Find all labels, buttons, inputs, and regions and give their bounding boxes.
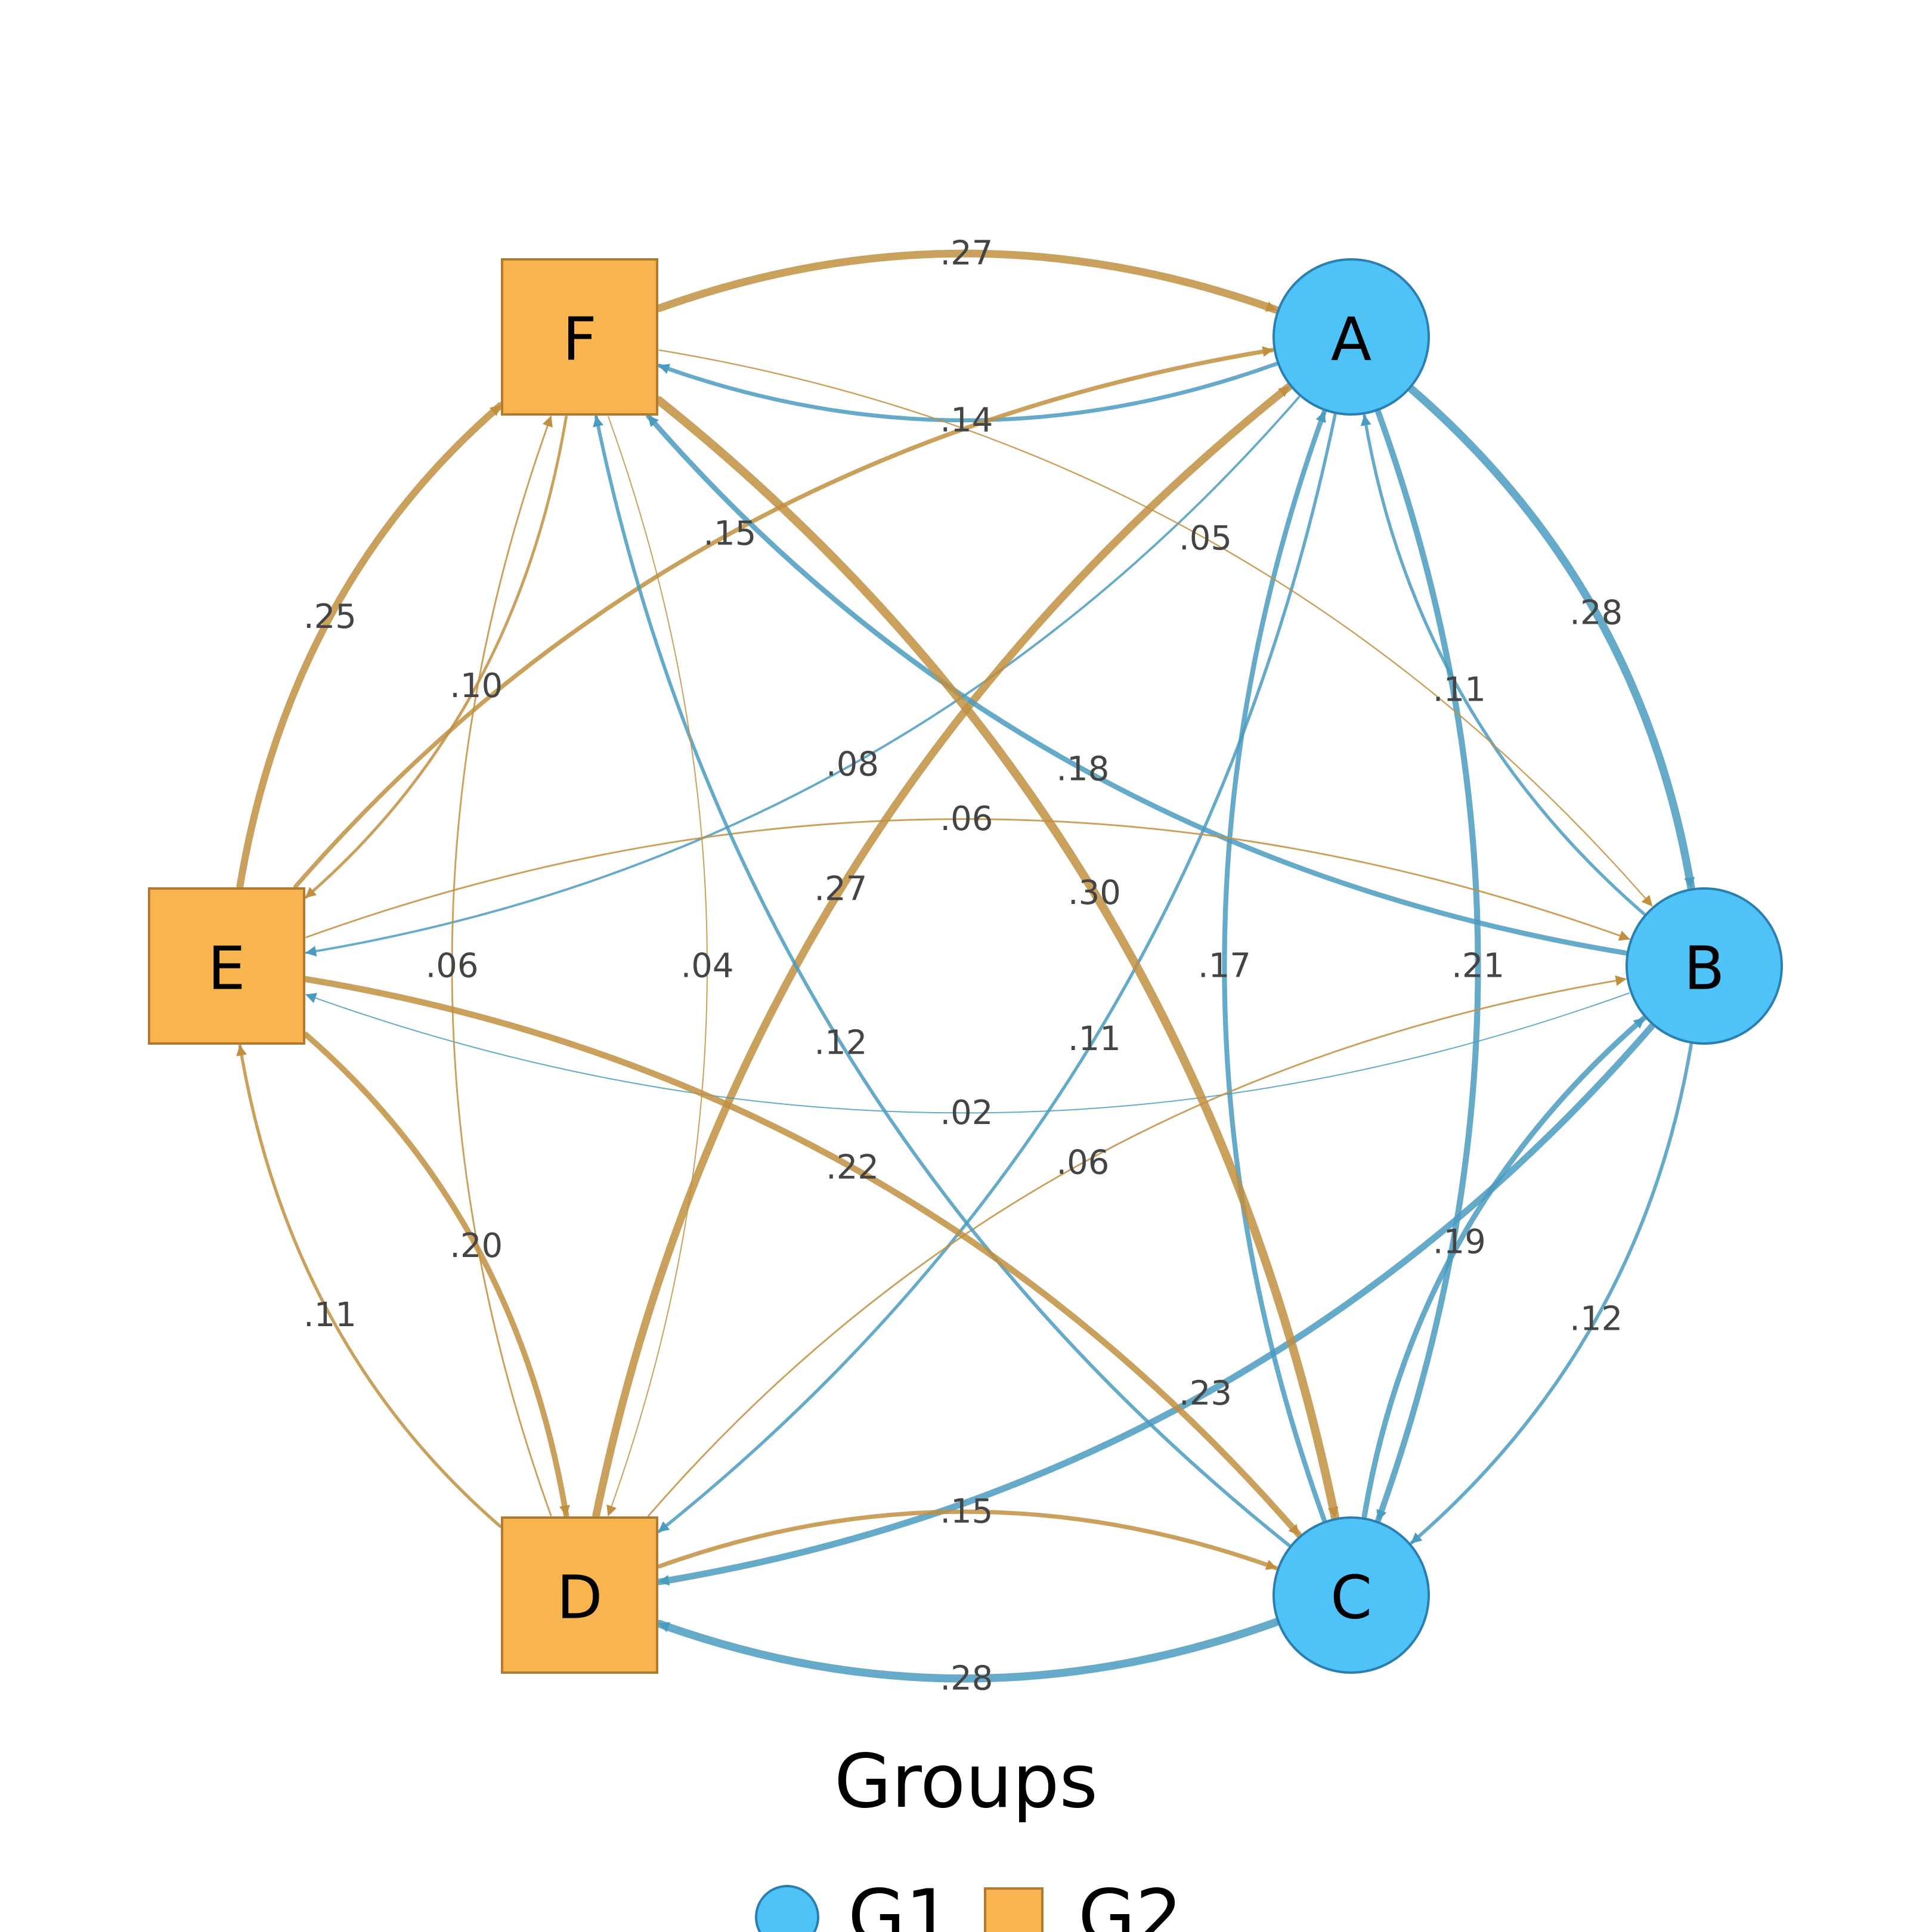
edge-label-a-to-f: .14 [940,401,993,439]
legend-title: Groups [834,1739,1098,1825]
edge-label-b-to-c: .12 [1569,1299,1623,1338]
edge-e-to-d [303,1032,570,1518]
node-label: A [1331,305,1371,374]
edge-label-d-to-f: .06 [425,947,478,986]
node-f: F [501,258,658,416]
edge-label-b-to-f: .18 [1056,750,1109,789]
legend-item-label: G2 [1078,1874,1182,1932]
legend-item-g1: G1 [755,1874,952,1932]
node-label: E [208,934,245,1004]
edge-b-to-c [1410,1043,1693,1545]
legend-item-label: G1 [848,1874,952,1932]
edge-c-to-d [655,1618,1280,1683]
edge-f-to-b [658,349,1653,907]
edge-label-f-to-e: .10 [450,667,503,705]
edge-label-d-to-e: .11 [304,1296,357,1335]
edge-label-c-to-f: .12 [814,1024,867,1063]
node-square [501,258,658,416]
edge-c-to-f [593,415,1291,1547]
node-a: A [1272,258,1430,416]
node-circle [1272,1516,1430,1674]
node-square [148,887,305,1045]
node-d: D [501,1516,658,1674]
edge-label-c-to-d: .28 [940,1659,993,1698]
node-e: E [148,887,305,1045]
edges-layer [236,249,1695,1683]
node-label: B [1684,934,1725,1004]
legend-circle-marker [755,1885,819,1932]
edge-f-to-a [655,249,1280,314]
edge-label-e-to-f: .25 [304,597,357,636]
edge-label-f-to-d: .04 [680,947,733,986]
edge-d-to-f [451,416,553,1516]
node-c: C [1272,1516,1430,1674]
edge-label-b-to-e: .02 [940,1094,993,1132]
edge-label-a-to-b: .28 [1569,594,1623,633]
legend-square-marker [984,1887,1044,1932]
legend-items: G1 G2 [755,1874,1182,1932]
edge-f-to-d [606,416,708,1516]
edge-a-to-c [1375,409,1481,1523]
edge-label-a-to-e: .08 [826,745,879,784]
edge-a-to-b [1407,385,1695,891]
edge-b-to-d [656,1023,1655,1586]
edge-e-to-f [236,402,504,890]
edge-e-to-c [303,976,1302,1538]
edge-b-to-f [646,413,1628,956]
legend-item-g2: G2 [984,1874,1182,1932]
edge-e-to-a [293,346,1275,889]
node-label: F [562,305,597,374]
edge-label-a-to-c: .21 [1451,947,1504,986]
edge-d-to-b [648,975,1627,1517]
edge-label-e-to-d: .20 [450,1227,503,1265]
edge-label-e-to-a: .15 [703,515,756,553]
edge-label-f-to-a: .27 [940,234,993,273]
node-label: C [1330,1563,1372,1633]
edge-labels-layer: .14 .27 .08 .15 .28 .11 .11 .27 .17 .21 .18 .05 .06.… [304,234,1623,1698]
edge-label-b-to-a: .11 [1433,670,1486,709]
edge-e-to-b [305,818,1630,941]
node-label: D [556,1563,602,1633]
edge-c-to-b [1361,1015,1647,1519]
node-circle [1272,258,1430,416]
edge-label-a-to-d: .11 [1068,1020,1121,1058]
edge-label-f-to-c: .30 [1068,874,1121,912]
edge-a-to-f [657,362,1278,423]
edge-f-to-e [304,415,568,899]
edge-a-to-d [657,413,1337,1534]
edge-label-c-to-b: .19 [1433,1223,1486,1262]
edge-label-b-to-d: .23 [1179,1374,1232,1413]
edge-b-to-e [305,992,1630,1114]
edge-label-e-to-c: .22 [826,1148,879,1187]
edge-a-to-e [305,396,1300,957]
edge-d-to-e [236,1044,502,1528]
edge-label-c-to-a: .17 [1198,947,1251,986]
nodes-layer: A B C D E F [148,258,1783,1674]
edge-label-f-to-b: .05 [1179,519,1232,558]
node-circle [1626,887,1783,1045]
edge-label-d-to-a: .27 [814,870,867,909]
edge-label-d-to-c: .15 [940,1493,993,1531]
edge-d-to-c [657,1509,1278,1571]
edge-label-e-to-b: .06 [940,800,993,838]
legend: Groups G1 G2 [755,1739,1182,1932]
edge-f-to-c [654,396,1339,1521]
edge-d-to-a [592,383,1293,1519]
node-b: B [1626,887,1783,1045]
node-square [501,1516,658,1674]
edge-label-d-to-b: .06 [1056,1144,1109,1182]
edge-b-to-a [1360,414,1646,915]
